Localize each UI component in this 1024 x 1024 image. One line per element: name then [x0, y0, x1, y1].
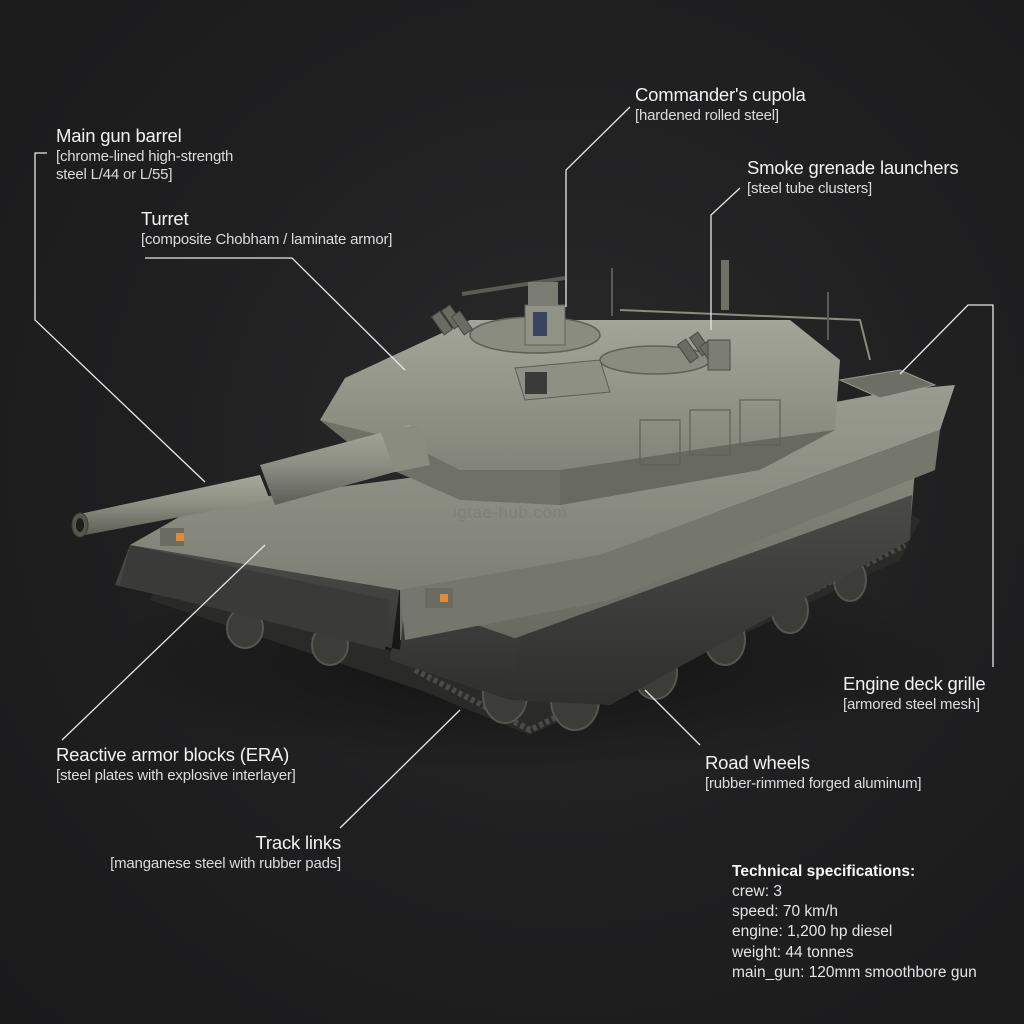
engine-deck-grille — [838, 369, 937, 399]
leader-engine-deck-grille — [899, 304, 994, 667]
callout-title: Track links — [255, 832, 341, 853]
callout-material: [manganese steel with rubber pads] — [110, 854, 341, 872]
callout-material: [composite Chobham / laminate armor] — [141, 230, 393, 248]
callout-commanders-cupola: Commander's cupola [hardened rolled stee… — [635, 84, 806, 125]
spec-crew: crew: 3 — [732, 883, 782, 901]
callout-smoke-grenade-launchers: Smoke grenade launchers [steel tube clus… — [747, 157, 959, 198]
sensor-mast — [721, 260, 729, 310]
callout-road-wheels: Road wheels [rubber-rimmed forged alumin… — [705, 752, 922, 793]
callout-material: steel L/44 or L/55] — [56, 165, 173, 183]
leader-reactive-armor — [61, 544, 266, 741]
callout-track-links: Track links [manganese steel with rubber… — [60, 832, 341, 873]
spec-main-gun: main_gun: 120mm smoothbore gun — [732, 963, 977, 981]
callout-title: Smoke grenade launchers — [747, 157, 959, 178]
leader-main-gun-barrel — [34, 152, 206, 483]
leader-turret — [145, 257, 406, 371]
callout-material: [steel plates with explosive interlayer] — [56, 766, 296, 784]
leader-track-links — [339, 709, 461, 829]
spec-weight: weight: 44 tonnes — [732, 943, 854, 961]
callout-material: [steel tube clusters] — [747, 179, 873, 197]
smoke-grenade-launchers — [430, 304, 731, 371]
spec-speed: speed: 70 km/h — [732, 903, 838, 921]
technical-specifications: Technical specifications: crew: 3 speed:… — [732, 862, 977, 983]
watermark: igtae-hub.com — [453, 503, 568, 522]
callout-title: Engine deck grille — [843, 673, 986, 694]
callout-engine-deck-grille: Engine deck grille [armored steel mesh] — [843, 673, 986, 714]
callout-material: [armored steel mesh] — [843, 695, 980, 713]
callout-title: Main gun barrel — [56, 125, 182, 146]
callout-main-gun-barrel: Main gun barrel [chrome-lined high-stren… — [56, 125, 233, 184]
callout-title: Reactive armor blocks (ERA) — [56, 744, 290, 765]
commanders-cupola — [461, 276, 601, 354]
callout-material: [chrome-lined high-strength — [56, 147, 234, 165]
callout-title: Turret — [141, 208, 189, 229]
side-skirt — [510, 495, 912, 705]
spec-engine: engine: 1,200 hp diesel — [732, 923, 893, 941]
leader-road-wheels — [644, 689, 701, 746]
front-light-left — [160, 528, 184, 546]
callout-material: [rubber-rimmed forged aluminum] — [705, 774, 922, 792]
leader-commanders-cupola — [565, 106, 631, 307]
leader-lines — [34, 106, 994, 829]
leader-smoke-launchers — [710, 187, 741, 330]
callout-reactive-armor: Reactive armor blocks (ERA) [steel plate… — [56, 744, 296, 785]
specs-heading: Technical specifications: — [732, 863, 916, 880]
callout-title: Commander's cupola — [635, 84, 806, 105]
callout-title: Road wheels — [705, 752, 810, 773]
callout-material: [hardened rolled steel] — [635, 106, 779, 124]
front-light-right — [425, 588, 453, 608]
main-gun-barrel — [71, 425, 430, 538]
callout-turret: Turret [composite Chobham / laminate arm… — [141, 208, 392, 249]
